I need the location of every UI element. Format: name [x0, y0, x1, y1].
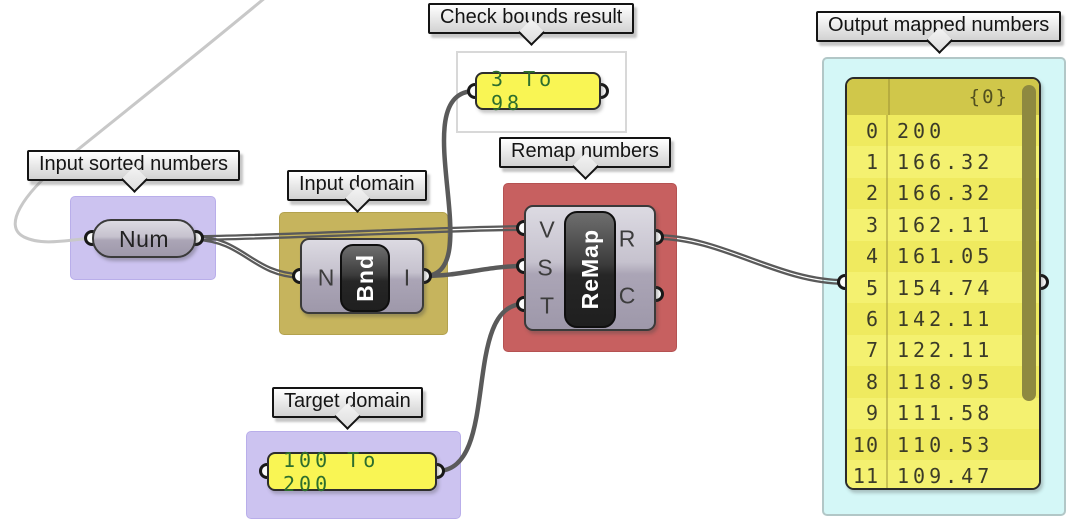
list-item: 5 154.74 — [847, 271, 1039, 304]
callout-input-domain-text: Input domain — [299, 173, 415, 195]
list-item-value: 162.11 — [897, 212, 994, 237]
list-item: 8 118.95 — [847, 366, 1039, 398]
remap-output-r-label: R — [618, 225, 636, 252]
list-item: 2 166.32 — [847, 177, 1039, 210]
list-item-index: 2 — [847, 177, 888, 210]
list-item: 11 109.47 — [847, 460, 1039, 488]
list-item: 10 110.53 — [847, 428, 1039, 461]
check-bounds-panel[interactable]: 3 To 98 — [475, 67, 601, 115]
wire-bounds-i-to-check-panel[interactable] — [421, 88, 478, 279]
target-domain-value: 100 To 200 — [283, 447, 380, 496]
list-item-index: 3 — [847, 209, 888, 241]
remap-input-t-label: T — [539, 292, 555, 319]
callout-input-domain[interactable]: Input domain — [287, 170, 427, 213]
target-domain-panel[interactable]: 100 To 200 — [267, 448, 437, 496]
wire-bounds-i-to-remap-s[interactable] — [421, 263, 527, 279]
list-item-index: 8 — [847, 366, 888, 398]
bounds-output-i-label: I — [403, 264, 411, 291]
output-panel-scrollbar[interactable] — [1022, 85, 1036, 401]
list-item: 1 166.32 — [847, 146, 1039, 178]
remap-output-c-label: C — [618, 282, 636, 309]
wire-remap-r-to-output-panel[interactable] — [654, 234, 847, 285]
callout-target-domain[interactable]: Target domain — [272, 387, 423, 430]
list-item-value: 118.95 — [897, 369, 994, 394]
list-item-index: 9 — [847, 397, 888, 429]
callout-input-numbers[interactable]: Input sorted numbers — [27, 150, 240, 193]
list-item: 0 200 — [847, 115, 1039, 147]
list-item-value: 200 — [897, 118, 946, 143]
list-item-value: 154.74 — [897, 275, 994, 300]
wire-num-to-bounds-n[interactable] — [194, 235, 302, 279]
output-panel[interactable]: {0} 0 200 1 166.32 2 166.32 3 162.11 4 1… — [845, 77, 1041, 490]
callout-input-numbers-text: Input sorted numbers — [39, 153, 228, 175]
callout-output[interactable]: Output mapped numbers — [816, 11, 1062, 54]
number-source-component[interactable]: Num — [92, 219, 196, 258]
list-item-index: 10 — [847, 428, 888, 461]
list-item-index: 11 — [847, 460, 888, 488]
remap-name-badge: ReMap — [564, 211, 616, 328]
output-panel-header: {0} — [847, 79, 1039, 115]
bounds-component[interactable]: N Bnd I — [300, 238, 424, 314]
output-rows: 0 200 1 166.32 2 166.32 3 162.11 4 161.0… — [847, 115, 1039, 488]
wire-target-to-remap-t[interactable] — [434, 301, 527, 474]
list-item-index: 1 — [847, 146, 888, 178]
bounds-name-badge: Bnd — [340, 244, 390, 312]
list-item: 3 162.11 — [847, 209, 1039, 241]
callout-output-text: Output mapped numbers — [828, 14, 1050, 36]
list-item-value: 166.32 — [897, 181, 994, 206]
callout-remap-text: Remap numbers — [511, 140, 659, 162]
bounds-name: Bnd — [351, 254, 378, 302]
list-item-value: 166.32 — [897, 150, 994, 175]
list-item-index: 5 — [847, 271, 888, 304]
wire-offscreen-to-num[interactable] — [13, 0, 266, 244]
list-item-value: 142.11 — [897, 307, 994, 332]
list-item-index: 0 — [847, 115, 888, 147]
remap-component[interactable]: V S T ReMap R C — [524, 205, 656, 331]
remap-input-s-label: S — [537, 254, 553, 281]
list-item: 6 142.11 — [847, 303, 1039, 335]
callout-check-bounds-text: Check bounds result — [440, 6, 623, 28]
output-header-spacer — [847, 79, 890, 115]
callout-remap[interactable]: Remap numbers — [499, 137, 671, 180]
list-item: 9 111.58 — [847, 397, 1039, 429]
list-item-value: 161.05 — [897, 244, 994, 269]
list-item: 4 161.05 — [847, 240, 1039, 272]
list-item-value: 109.47 — [897, 463, 994, 488]
list-item: 7 122.11 — [847, 334, 1039, 367]
bounds-input-n-label: N — [317, 264, 335, 291]
check-bounds-value: 3 To 98 — [491, 67, 556, 115]
remap-input-v-label: V — [539, 216, 555, 243]
list-item-value: 111.58 — [897, 401, 994, 426]
callout-check-bounds[interactable]: Check bounds result — [428, 3, 635, 46]
callout-target-domain-text: Target domain — [284, 390, 411, 412]
num-label: Num — [118, 226, 170, 252]
list-item-index: 6 — [847, 303, 888, 335]
wire-num-to-remap-v[interactable] — [194, 225, 526, 241]
remap-name: ReMap — [576, 229, 603, 310]
list-item-index: 4 — [847, 240, 888, 272]
list-item-value: 110.53 — [897, 432, 994, 457]
list-item-index: 7 — [847, 334, 888, 367]
output-path-label: {0} — [968, 86, 1009, 108]
list-item-value: 122.11 — [897, 338, 994, 363]
